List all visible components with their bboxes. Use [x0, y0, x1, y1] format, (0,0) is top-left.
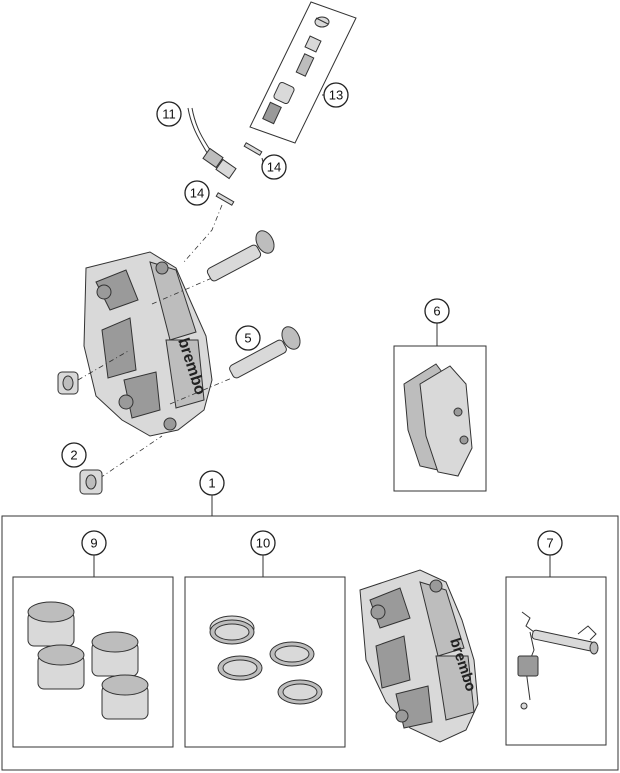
caliper-assembly-group: 1 9 10 [1, 470, 619, 771]
callout-9: 9 [90, 536, 97, 551]
pistons-frame [12, 576, 174, 748]
callout-6: 6 [433, 304, 440, 319]
callout-2-circle [61, 442, 87, 468]
bleeder-valve-icon [262, 16, 330, 125]
callout-1: 1 [208, 476, 215, 491]
spacer-lower: 2 [61, 435, 163, 495]
callout-6-circle [424, 298, 450, 324]
caliper-bolt-lower: 5 [169, 325, 301, 405]
seals-frame [184, 576, 346, 748]
pins-group: 7 [505, 530, 607, 746]
seals-group: 10 [184, 530, 346, 748]
brake-pads-icon [403, 363, 473, 477]
callout-11-circle [156, 101, 182, 127]
callout-14b-circle [261, 154, 287, 180]
bleeder-kit-group: 13 [249, 1, 357, 144]
callout-14a: 14 [190, 186, 204, 201]
callout-10: 10 [256, 536, 270, 551]
seal-ring-icon [215, 192, 235, 206]
callout-11: 11 [162, 107, 176, 122]
pins-frame [505, 576, 607, 746]
callout-14a-circle [184, 180, 210, 206]
brake-caliper-icon: brembo [83, 251, 213, 437]
callout-14b: 14 [267, 160, 281, 175]
callout-2: 2 [70, 448, 77, 463]
caliper-kit-icon: brembo [359, 569, 479, 743]
piston-icon [27, 601, 149, 720]
callout-13: 13 [329, 88, 343, 103]
callout-13-circle [323, 82, 349, 108]
brake-line-group: 11 [156, 101, 237, 180]
seal-ring-icon [209, 615, 323, 705]
brake-pads-frame [393, 345, 487, 492]
seal-ring-icon [243, 142, 263, 156]
retaining-pin-icon [517, 611, 599, 710]
callout-7: 7 [546, 536, 553, 551]
spacer-upper [57, 349, 131, 395]
pistons-group: 9 [12, 530, 174, 748]
washer-upper-group: 14 [243, 142, 287, 180]
washer-lower-group: 14 [183, 180, 235, 263]
callout-5: 5 [244, 331, 251, 346]
brake-pads-group: 6 [393, 298, 487, 492]
caliper-assembly-frame [1, 515, 619, 771]
callout-5-circle [235, 325, 261, 351]
caliper-bolt-upper [151, 230, 275, 305]
bleeder-kit-frame [249, 1, 357, 144]
